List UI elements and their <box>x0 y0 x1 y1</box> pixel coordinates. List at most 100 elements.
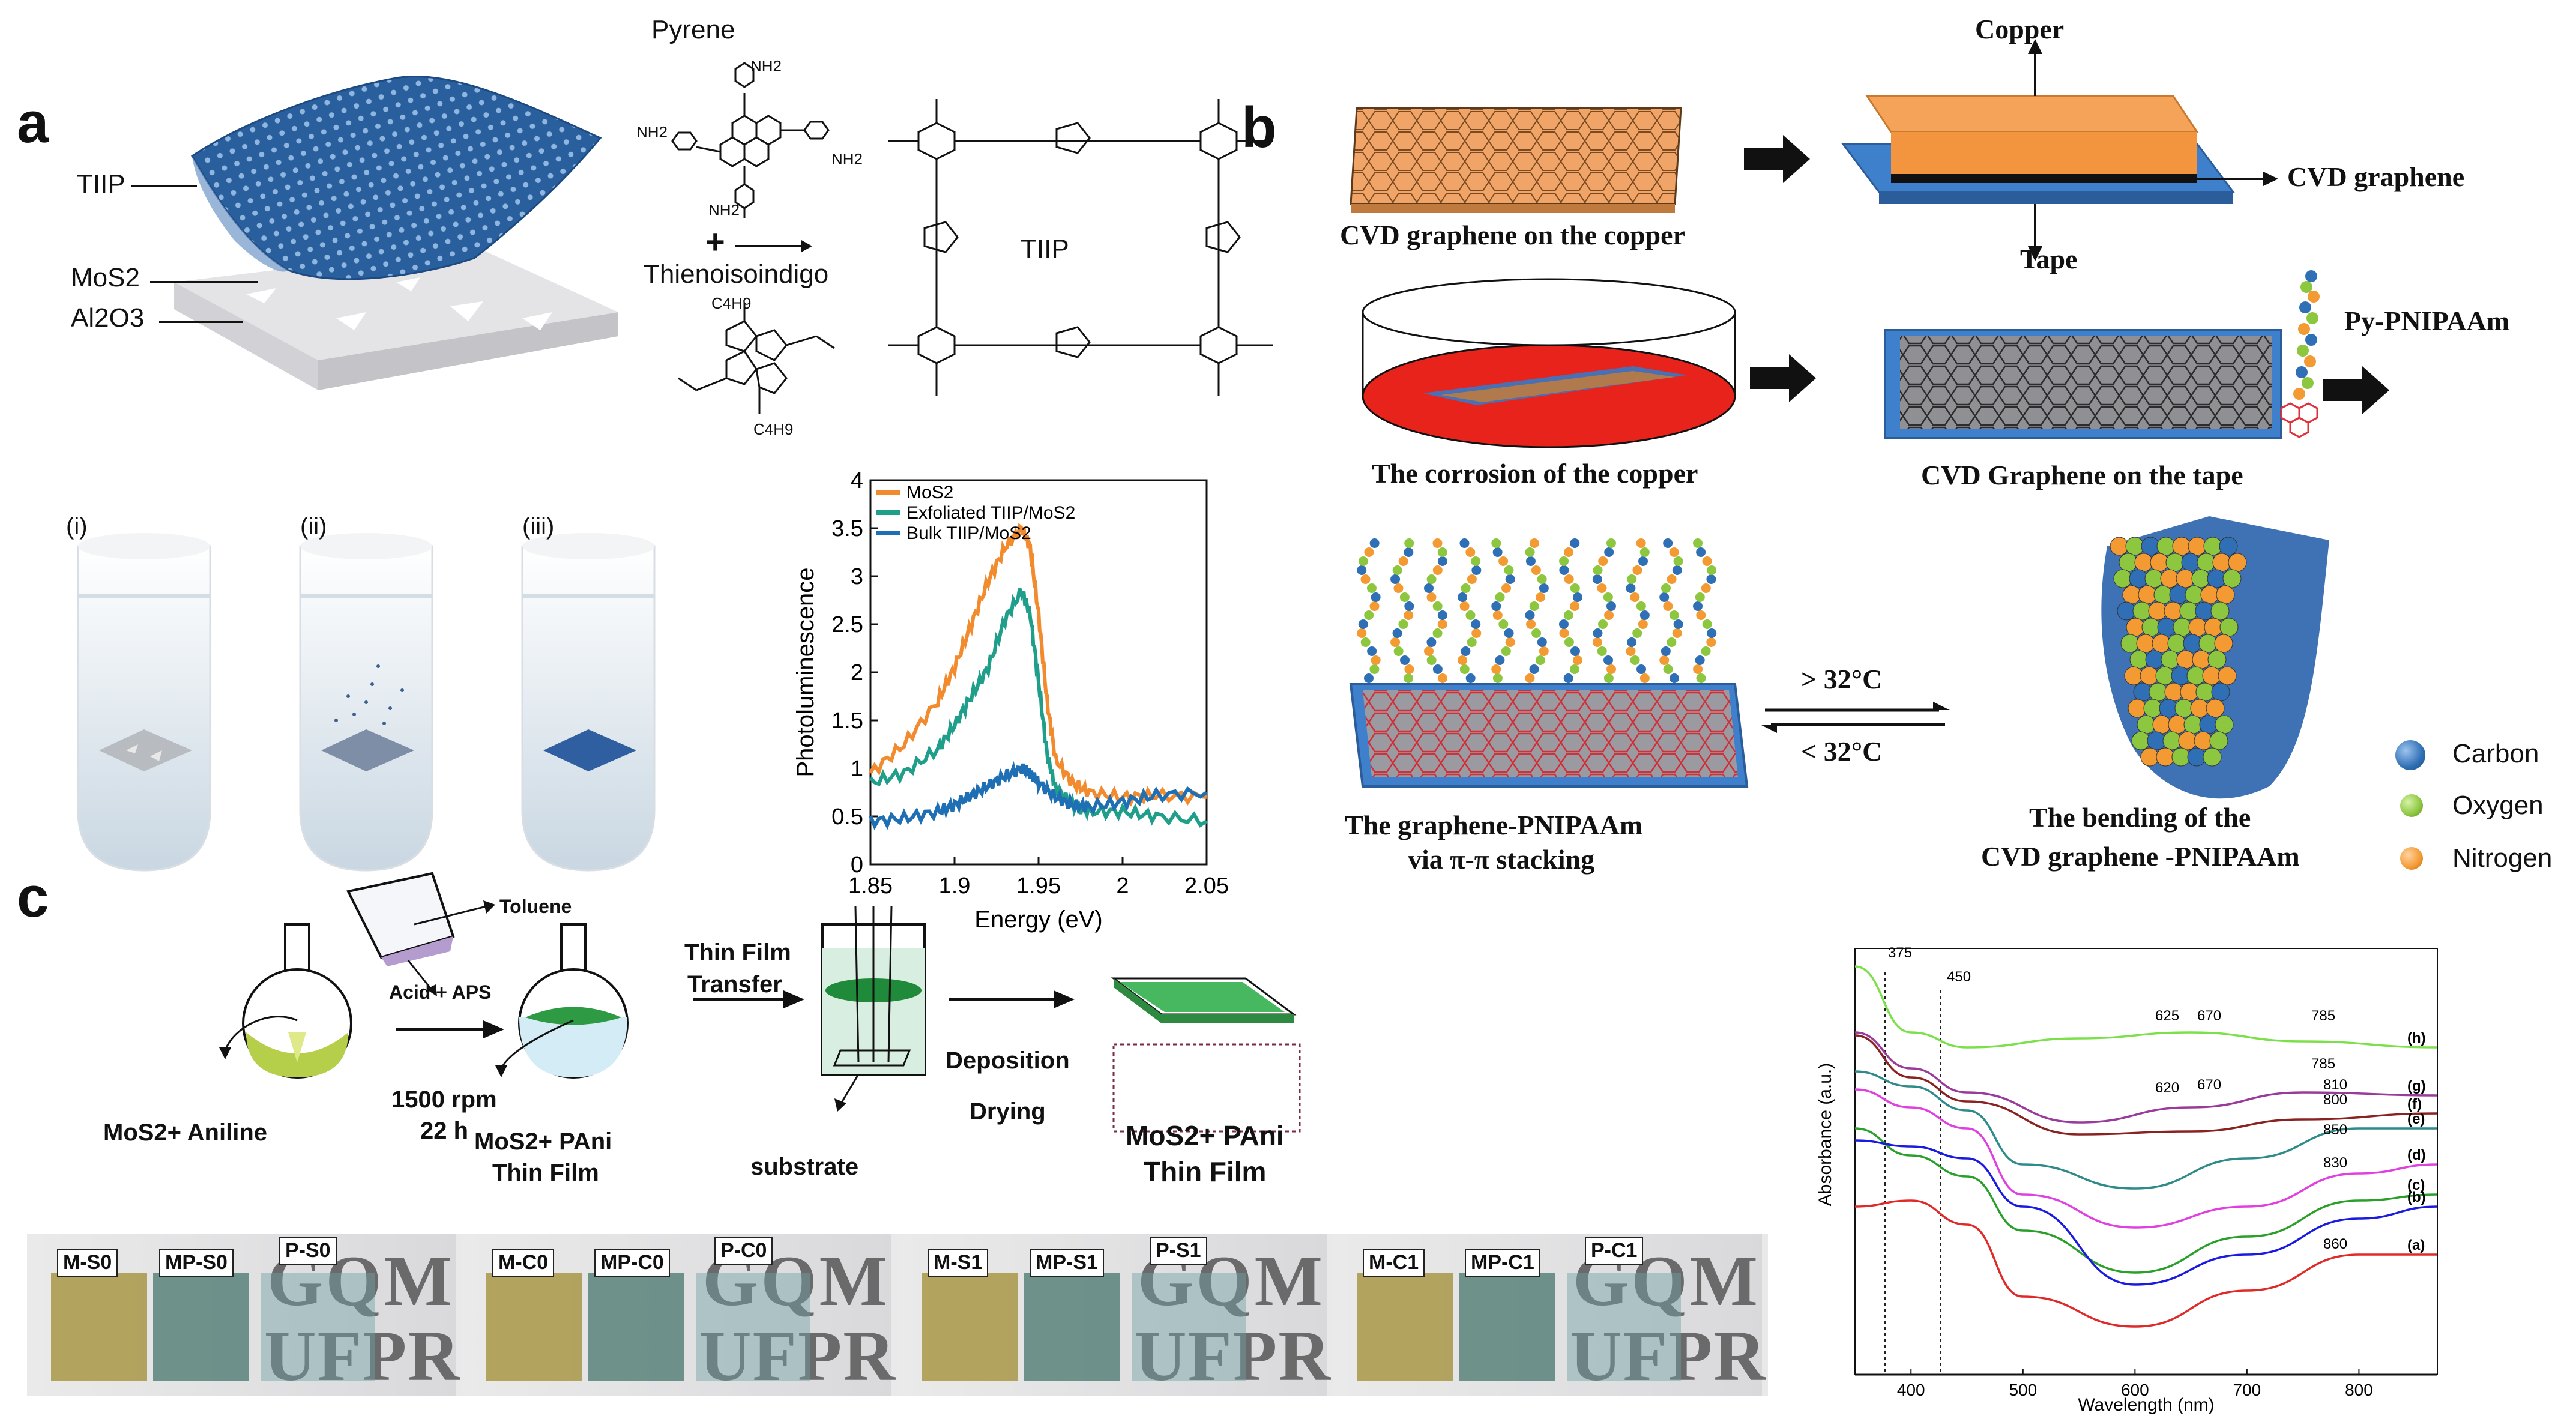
pnipaam-bead <box>1364 547 1374 557</box>
step-ii-label: (ii) <box>300 513 327 540</box>
pnipaam-bead <box>1426 637 1437 647</box>
pnipaam-bead <box>1638 619 1648 629</box>
ufpr-watermark: UFPR <box>699 1316 896 1396</box>
pnipaam-bead <box>1559 565 1569 575</box>
pnipaam-bead <box>1465 610 1476 620</box>
thienoisoindigo-label: Thienoisoindigo <box>644 259 829 289</box>
ufpr-watermark: UFPR <box>1135 1316 1332 1396</box>
pnipaam-bead <box>1639 547 1650 557</box>
arrow-deposition <box>949 990 1075 1008</box>
sample-film <box>486 1273 582 1381</box>
pnipaam-bead <box>1437 556 1447 566</box>
atom-sphere <box>2219 618 2239 637</box>
pnipaam-bead <box>1639 610 1650 620</box>
abs-x-tick-label: 700 <box>2233 1381 2261 1399</box>
panel-letter-c: c <box>17 865 49 929</box>
sample-tag-label: P-S1 <box>1150 1237 1207 1265</box>
pnipaam-bead <box>1603 592 1613 602</box>
pnipaam-bead <box>1492 547 1503 557</box>
ufpr-watermark: UFPR <box>264 1316 461 1396</box>
mos2-layer-label: MoS2 <box>71 263 140 292</box>
pl-y-tick-label: 1 <box>851 756 863 782</box>
al2o3-substrate-front <box>318 312 618 390</box>
abs-curve-label: (c) <box>2407 1177 2425 1193</box>
pnipaam-bead <box>1696 610 1706 620</box>
pnipaam-bead <box>1535 655 1545 665</box>
pnipaam-bead <box>1592 574 1602 584</box>
hours-label: 22 h <box>420 1118 469 1144</box>
product-label-line1: MoS2+ PAni <box>1126 1120 1284 1151</box>
sample-tag-label: MP-S1 <box>1030 1249 1104 1277</box>
pnipaam-bead <box>1369 538 1380 548</box>
pnipaam-bead <box>1597 583 1607 593</box>
pnipaam-bead <box>1432 565 1443 575</box>
pnipaam-bead <box>1636 538 1646 548</box>
abs-peak-label: 810 <box>2323 1077 2347 1093</box>
pnipaam-bead <box>1437 619 1447 629</box>
stacking-label-line2: via π-π stacking <box>1408 844 1595 875</box>
beaker-pour <box>346 872 495 996</box>
pnipaam-bead <box>1424 646 1434 656</box>
pnipaam-bead <box>1632 565 1642 575</box>
pl-legend-label: Exfoliated TIIP/MoS2 <box>906 503 1075 523</box>
legend-item-nitrogen: Nitrogen <box>2400 842 2576 878</box>
pnipaam-bead <box>1669 610 1679 620</box>
sample-film <box>588 1273 684 1381</box>
vial-ii <box>299 533 433 872</box>
stacking-label-line1: The graphene-PNIPAAm <box>1345 810 1643 840</box>
py-pnipaam-molecule <box>2280 270 2320 438</box>
drying-label: Drying <box>970 1098 1046 1125</box>
pl-legend-label: MoS2 <box>906 483 953 502</box>
atom-sphere <box>2215 715 2234 734</box>
pnipaam-bead <box>1525 673 1535 683</box>
product-label-line2: Thin Film <box>1144 1156 1267 1187</box>
pnipaam-bead <box>1702 556 1712 566</box>
pnipaam-bead <box>1570 646 1580 656</box>
pnipaam-bead <box>1491 538 1501 548</box>
amine-label-bottom: NH2 <box>708 201 740 219</box>
sample-film <box>51 1273 147 1381</box>
pnipaam-bead <box>1358 556 1368 566</box>
amine-label-right: NH2 <box>831 150 863 168</box>
mos2-pani-label-line2: Thin Film <box>492 1160 599 1186</box>
tiip-layer-illustration <box>174 76 618 390</box>
abs-peak-label: 375 <box>1888 945 1912 961</box>
sample-tag-label: P-C0 <box>714 1237 773 1265</box>
pnipaam-bead <box>1667 637 1677 647</box>
pnipaam-bead <box>1432 601 1443 611</box>
pnipaam-bead <box>1392 628 1402 638</box>
pnipaam-bead <box>1597 646 1607 656</box>
pnipaam-bead <box>1404 664 1414 674</box>
product-label-box <box>1112 1043 1301 1133</box>
arrow-stir <box>396 1020 504 1038</box>
amine-label-left: NH2 <box>636 123 668 141</box>
sample-tag-label: P-S0 <box>279 1237 337 1265</box>
atom-sphere <box>2228 553 2247 572</box>
pnipaam-bead <box>1603 673 1614 683</box>
pnipaam-bead <box>1696 673 1706 683</box>
sample-tag-label: MP-C0 <box>594 1249 670 1277</box>
mos2-flake <box>396 277 420 291</box>
pnipaam-bead <box>1458 655 1468 665</box>
pnipaam-bead <box>1501 646 1511 656</box>
pnipaam-bead <box>1364 610 1374 620</box>
pnipaam-bead <box>1626 583 1636 593</box>
bending-label-line1: The bending of the <box>2029 802 2251 833</box>
pnipaam-bead <box>1437 547 1447 557</box>
mos2-aniline-label: MoS2+ Aniline <box>103 1119 268 1146</box>
al2o3-substrate-top <box>174 246 618 360</box>
pnipaam-bead <box>1400 655 1410 665</box>
pnipaam-bead <box>1672 565 1682 575</box>
pl-x-axis-label: Energy (eV) <box>974 906 1102 933</box>
abs-peak-label: 850 <box>2323 1122 2347 1138</box>
pl-x-tick-label: 2 <box>1116 873 1129 899</box>
pnipaam-bead <box>1572 592 1582 602</box>
pnipaam-bead <box>1669 547 1679 557</box>
acid-aps-label: Acid + APS <box>389 981 492 1003</box>
pnipaam-bead <box>1492 610 1503 620</box>
pnipaam-bead <box>1695 655 1705 665</box>
pnipaam-bead <box>1465 547 1476 557</box>
pnipaam-bead <box>1393 583 1404 593</box>
pnipaam-bead <box>1706 637 1716 647</box>
